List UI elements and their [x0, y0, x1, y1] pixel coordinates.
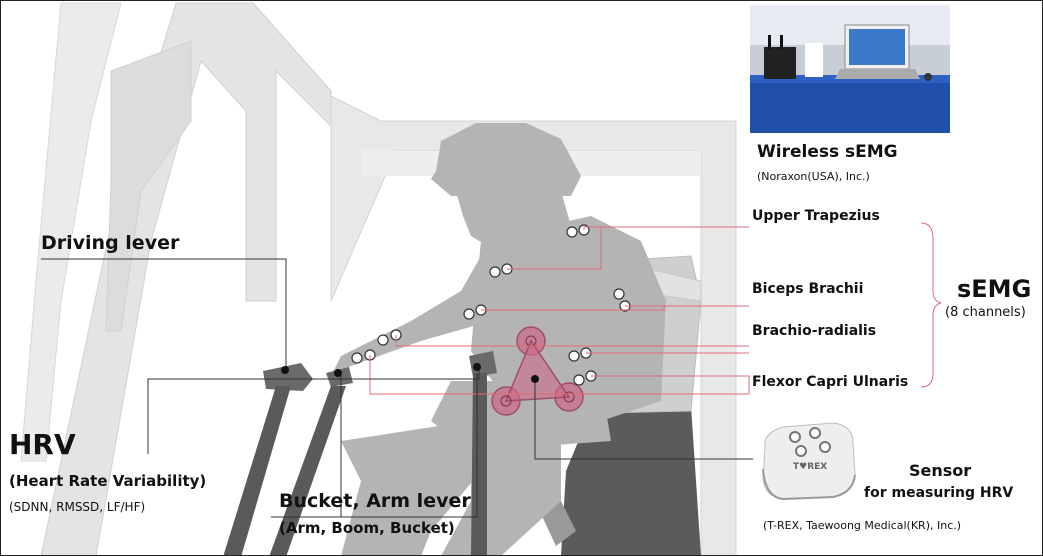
hrv-sensor-on-body	[491, 326, 584, 416]
label-semg: sEMG	[957, 275, 1032, 303]
label-upper-trapezius: Upper Trapezius	[752, 208, 880, 224]
label-driving-lever: Driving lever	[41, 232, 180, 254]
label-trex: (T-REX, Taewoong Medical(KR), Inc.)	[763, 519, 962, 532]
label-brachio-radialis: Brachio-radialis	[752, 323, 877, 339]
control-levers	[223, 351, 497, 555]
label-noraxon: (Noraxon(USA), Inc.)	[757, 170, 870, 183]
semg-leader-lines	[369, 222, 942, 395]
dark-leader-lines	[41, 258, 753, 518]
label-channels: (8 channels)	[945, 305, 1026, 320]
leader-dots	[281, 363, 539, 383]
label-hrv-full: (Heart Rate Variability)	[9, 472, 207, 490]
label-hrv-metrics: (SDNN, RMSSD, LF/HF)	[9, 500, 146, 514]
label-flexor-capri-ulnaris: Flexor Capri Ulnaris	[752, 374, 909, 390]
trex-logo: T♥REX	[793, 462, 828, 472]
wireless-semg-photo	[750, 5, 950, 133]
label-bucket-arm-lever: Bucket, Arm lever	[279, 490, 471, 512]
label-wireless-semg: Wireless sEMG	[757, 142, 898, 162]
label-bucket-arm-sub: (Arm, Boom, Bucket)	[279, 519, 455, 537]
label-sensor: Sensor	[909, 461, 972, 480]
label-biceps-brachii: Biceps Brachii	[752, 281, 864, 297]
operator-figure	[331, 123, 666, 555]
label-sensor-sub: for measuring HRV	[864, 485, 1014, 501]
trex-sensor-photo: T♥REX	[753, 413, 863, 505]
label-hrv: HRV	[9, 428, 76, 461]
